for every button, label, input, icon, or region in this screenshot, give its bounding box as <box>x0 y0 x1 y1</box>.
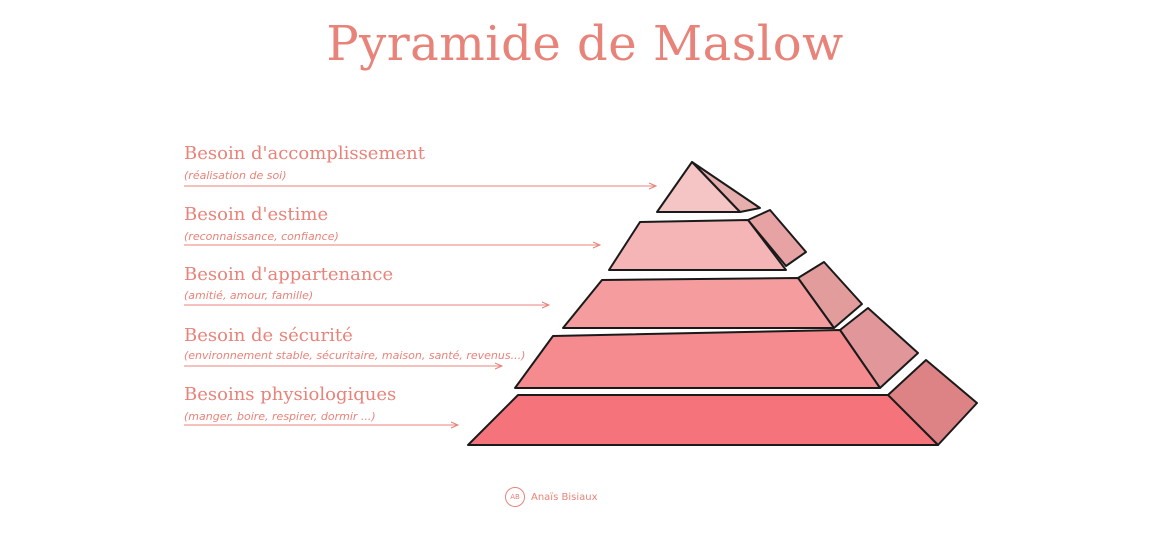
tier-estime-side <box>747 209 807 267</box>
level-sub-physiologiques: (manger, boire, respirer, dormir ...) <box>184 410 376 423</box>
level-sub-appartenance: (amitié, amour, famille) <box>184 289 314 302</box>
tier-estime <box>608 209 807 271</box>
level-label-accomplissement: Besoin d'accomplissement <box>184 143 426 164</box>
level-sub-accomplissement: (réalisation de soi) <box>184 169 287 182</box>
level-label-appartenance: Besoin d'appartenance <box>184 264 394 285</box>
tier-securite <box>514 307 919 389</box>
tier-appartenance-front <box>562 277 835 329</box>
level-label-securite: Besoin de sécurité <box>184 325 353 346</box>
tier-physiologiques-front <box>467 394 939 446</box>
tier-estime-front <box>608 219 787 271</box>
brand-name: Anaïs Bisiaux <box>531 491 598 503</box>
page-title: Pyramide de Maslow <box>326 16 844 72</box>
lotus-logo-icon: AB <box>505 487 525 507</box>
tier-physiologiques <box>467 359 978 446</box>
tier-appartenance <box>562 261 863 329</box>
level-label-physiologiques: Besoins physiologiques <box>184 384 397 405</box>
tier-accomplissement <box>656 161 761 213</box>
tier-securite-front <box>514 329 881 389</box>
brand-footer: AB Anaïs Bisiaux <box>505 486 597 508</box>
level-label-estime: Besoin d'estime <box>184 204 329 225</box>
level-sub-securite: (environnement stable, sécuritaire, mais… <box>184 349 526 362</box>
level-sub-estime: (reconnaissance, confiance) <box>184 230 339 243</box>
tier-accomplissement-front <box>656 161 741 213</box>
